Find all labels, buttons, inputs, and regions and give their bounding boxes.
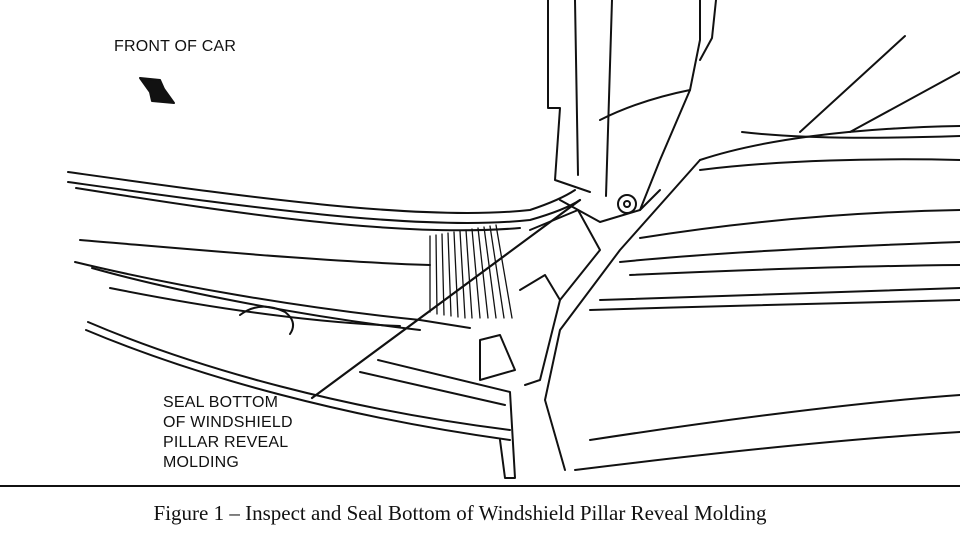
fender-lower-1 [589,394,960,441]
cowl-hatching [429,224,513,319]
arrow-down-right-icon [139,77,175,104]
fender-lower-2 [574,431,960,471]
hood-line-4 [109,287,401,327]
fender-top-4 [849,71,960,133]
screw-slot [623,200,631,208]
fender-top-2 [741,131,960,139]
pillar-inner [599,89,691,211]
hood-line-2 [74,261,471,329]
body-line-2 [85,329,511,441]
pillar-right [574,0,579,176]
fender-line-4 [629,264,960,276]
nozzle-oval [239,305,295,335]
callout-leader [310,198,582,400]
bracket-2 [479,334,516,381]
molding-end [377,359,516,479]
fender-top-1 [699,125,960,161]
screw-head [617,194,637,214]
pillar-base [559,189,661,223]
caption-text: Figure 1 – Inspect and Seal Bottom of Wi… [153,501,767,525]
fender-line-5 [599,287,960,301]
callout-line: SEAL BOTTOM [163,394,279,411]
pillar-left [547,0,591,193]
fender-edge [544,159,701,471]
body-line-1 [87,321,511,431]
fender-line-1 [699,158,960,171]
callout-line: OF WINDSHIELD [163,414,293,431]
fender-line-2 [639,209,960,239]
pillar-edge-1 [605,0,613,197]
fender-line-3 [619,241,960,263]
fender-top-3 [799,35,906,133]
callout-line: MOLDING [163,454,240,471]
pillar-edge-2 [689,0,701,91]
cowl-top-line [67,171,576,215]
figure-caption: Figure 1 – Inspect and Seal Bottom of Wi… [0,501,960,526]
molding-face [359,371,506,406]
pillar-edge-3 [699,0,717,61]
cowl-line-3 [75,187,521,232]
callout-line: PILLAR REVEAL [163,434,289,451]
cowl-line-2 [67,181,581,225]
fender-line-6 [589,299,960,311]
bracket-3 [519,274,561,301]
hood-line-1 [79,239,431,266]
callout-text: SEAL BOTTOM OF WINDSHIELD PILLAR REVEAL … [163,393,293,473]
front-of-car-label: FRONT OF CAR [114,38,237,55]
bracket-1 [524,209,601,386]
